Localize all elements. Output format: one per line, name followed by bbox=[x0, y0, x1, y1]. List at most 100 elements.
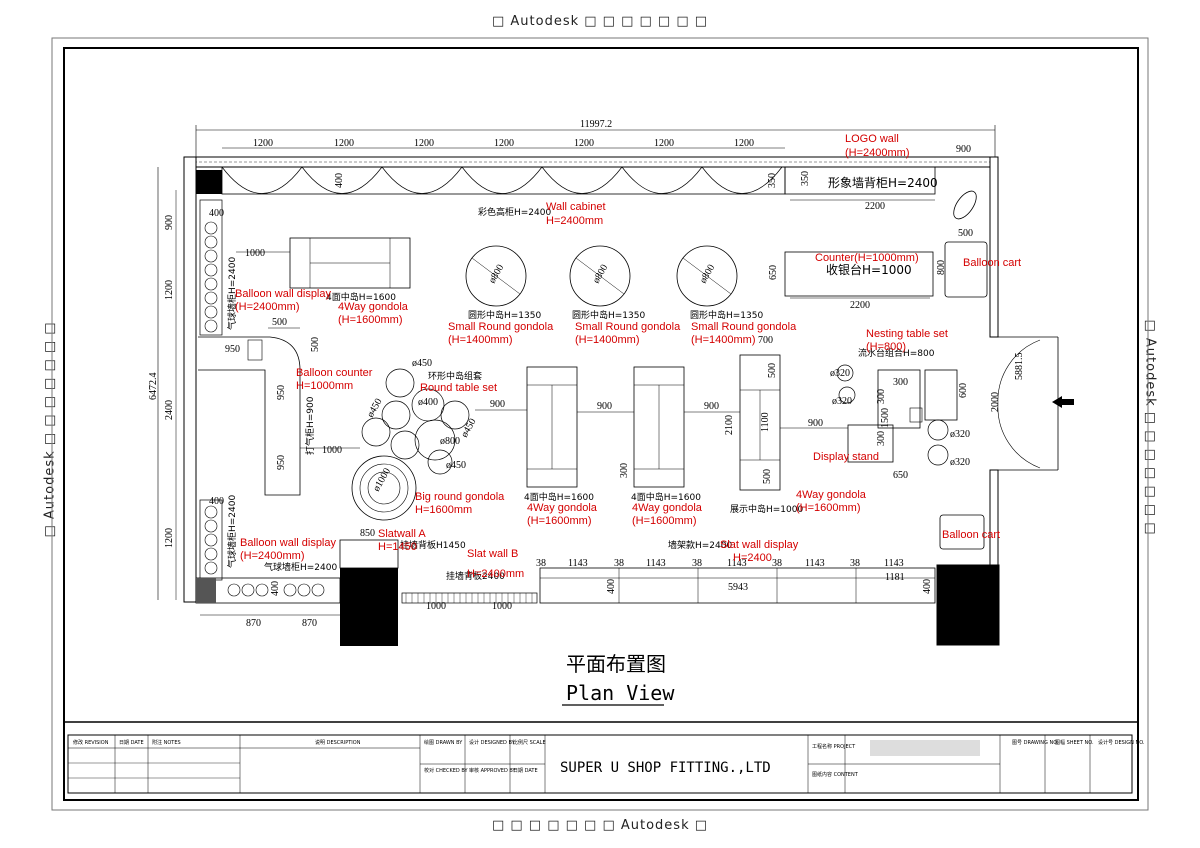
dim-1143-c: 1143 bbox=[727, 558, 747, 569]
logo-wall-cn-label: 形象墙背柜H=2400 bbox=[828, 176, 938, 190]
dim-870-b: 870 bbox=[302, 618, 317, 629]
label-balloon-wall-bottom: Balloon wall display bbox=[240, 537, 336, 549]
bottom-wall: 400 气球墙柜H=2400 850 挂墙背板H1450 挂墙背板2400 10… bbox=[195, 528, 1000, 646]
dim-top-5: 1200 bbox=[574, 138, 594, 149]
label-nesting-table: Nesting table set bbox=[866, 328, 948, 340]
watermark-top: □ Autodesk □ □ □ □ □ □ □ bbox=[491, 14, 709, 29]
dim-700: 700 bbox=[758, 335, 773, 346]
dim-top-1: 1200 bbox=[253, 138, 273, 149]
slatwall-back-cn: 挂墙背板H1450 bbox=[400, 539, 466, 551]
round-1-dia: ø800 bbox=[487, 263, 507, 286]
gondolas-center: 900 900 4面中岛H=1600 4面中岛H=1600 300 bbox=[524, 366, 740, 503]
dim-balloon-500b: 500 bbox=[310, 337, 321, 352]
label-slat-wall-b-h: H=2400mm bbox=[467, 568, 524, 580]
dim-door-height: 5881.5 bbox=[1014, 353, 1025, 381]
dim-900-b: 900 bbox=[597, 401, 612, 412]
label-small-round-2: Small Round gondola bbox=[575, 321, 681, 333]
dim-500-island-b: 500 bbox=[762, 469, 773, 484]
dim-logo-350: 350 bbox=[800, 171, 811, 186]
circle-320d: ø320 bbox=[950, 457, 970, 468]
tb-notes: 附注 NOTES bbox=[152, 739, 181, 746]
label-slat-wall-display-h: H=2400 bbox=[733, 552, 772, 564]
outer-frame bbox=[51, 37, 1149, 811]
tb-drawing-no: 图号 DRAWING NO. bbox=[1012, 740, 1059, 746]
dim-bottom-400c: 400 bbox=[922, 579, 933, 594]
dim-900-d: 900 bbox=[808, 418, 823, 429]
dim-300-b: 300 bbox=[893, 377, 908, 388]
dim-total-height: 6472.4 bbox=[148, 373, 159, 401]
label-small-round-1: Small Round gondola bbox=[448, 321, 554, 333]
dim-650-nest: 650 bbox=[893, 470, 908, 481]
center-island-cn: 展示中岛H=1000 bbox=[730, 503, 803, 515]
small-round-gondolas: ø800 圆形中岛H=1350 ø800 圆形中岛H=1350 ø800 圆形中… bbox=[465, 245, 763, 321]
label-round-table: Round table set bbox=[420, 382, 497, 394]
dim-300-c: 300 bbox=[876, 389, 887, 404]
wall-cabinet-top: 400 350 彩色高柜H=2400 400 bbox=[209, 166, 786, 219]
circle-450a: ø450 bbox=[412, 358, 432, 369]
tb-company: SUPER U SHOP FITTING.,LTD bbox=[560, 760, 771, 776]
round-2-dia: ø800 bbox=[591, 263, 611, 286]
label-big-round-h: H=1600mm bbox=[415, 504, 472, 516]
dim-38-a: 38 bbox=[536, 558, 546, 569]
label-balloon-counter: Balloon counter bbox=[296, 367, 373, 379]
dim-balloon-950c: 950 bbox=[276, 455, 287, 470]
dim-top-7: 1200 bbox=[734, 138, 754, 149]
dim-1181: 1181 bbox=[885, 572, 905, 583]
label-4way-c2-h: (H=1600mm) bbox=[632, 515, 697, 527]
circle-400: ø400 bbox=[418, 397, 438, 408]
dim-870-a: 870 bbox=[246, 618, 261, 629]
dim-1000-sw2: 1000 bbox=[492, 601, 512, 612]
dim-1143-b: 1143 bbox=[646, 558, 666, 569]
display-island: 700 2100 1100 500 500 展示中岛H=1000 900 bbox=[724, 335, 848, 515]
dim-1100: 1100 bbox=[760, 412, 771, 432]
annotations: LOGO wall (H=2400mm) Wall cabinet H=2400… bbox=[235, 133, 1021, 580]
label-balloon-cart-top: Balloon cart bbox=[963, 257, 1021, 269]
dim-38-c: 38 bbox=[692, 558, 702, 569]
inner-frame bbox=[63, 47, 1139, 801]
slatwall-a-block bbox=[340, 568, 398, 646]
circle-800: ø800 bbox=[440, 436, 460, 447]
label-4way-c2: 4Way gondola bbox=[632, 502, 703, 514]
balloon-counter: 500 950 500 950 950 打气柜H=900 1000 bbox=[198, 317, 360, 496]
plan-title-en: Plan View bbox=[566, 681, 675, 705]
dim-cabinet-400: 400 bbox=[334, 173, 345, 188]
dim-850: 850 bbox=[360, 528, 375, 539]
dim-300-d: 300 bbox=[876, 431, 887, 446]
circle-450c: ø450 bbox=[446, 460, 466, 471]
left-dimensions: 6472.4 900 1200 2400 1200 bbox=[148, 167, 177, 600]
dim-300-a: 300 bbox=[619, 463, 630, 478]
dim-38-b: 38 bbox=[614, 558, 624, 569]
wall-cabinet-cn-label: 彩色高柜H=2400 bbox=[478, 206, 551, 218]
dim-38-d: 38 bbox=[772, 558, 782, 569]
label-counter: Counter(H=1000mm) bbox=[815, 252, 919, 264]
tb-description: 说明 DESCRIPTION bbox=[315, 739, 361, 746]
slat-display-cn: 墙架款H=2400 bbox=[668, 539, 732, 551]
dim-balloon-500: 500 bbox=[272, 317, 287, 328]
tb-project: 工程名称 PROJECT bbox=[812, 743, 856, 750]
round-2-cn: 圆形中岛H=1350 bbox=[572, 309, 645, 321]
dim-total-width: 11997.2 bbox=[580, 119, 612, 130]
label-small-round-1-h: (H=1400mm) bbox=[448, 334, 513, 346]
label-4way-top: 4Way gondola bbox=[338, 301, 409, 313]
decor-ellipse bbox=[953, 190, 977, 220]
label-4way-right-h: (H=1600mm) bbox=[796, 502, 861, 514]
gondola-bot-cn-2: 4面中岛H=1600 bbox=[631, 491, 701, 503]
watermark-bottom: □ □ □ □ □ □ □ Autodesk □ bbox=[491, 818, 709, 833]
dim-38-e: 38 bbox=[850, 558, 860, 569]
label-4way-c1-h: (H=1600mm) bbox=[527, 515, 592, 527]
balloon-wall-cn-bottom: 气球墙柜H=2400 bbox=[226, 495, 238, 568]
dim-1143-a: 1143 bbox=[568, 558, 588, 569]
dim-cabinet-350: 350 bbox=[767, 173, 778, 188]
dim-top-4: 1200 bbox=[494, 138, 514, 149]
label-small-round-3: Small Round gondola bbox=[691, 321, 797, 333]
label-nesting-table-h: (H=800) bbox=[866, 341, 906, 353]
dim-left-3: 2400 bbox=[164, 400, 175, 420]
dim-cart-800: 800 bbox=[936, 260, 947, 275]
circle-1000: ø1000 bbox=[371, 466, 393, 493]
dim-left-4: 1200 bbox=[164, 528, 175, 548]
dim-top-6: 1200 bbox=[654, 138, 674, 149]
dim-top-3: 1200 bbox=[414, 138, 434, 149]
tb-date2: 日期 DATE bbox=[513, 768, 538, 774]
label-wall-cabinet: Wall cabinet bbox=[546, 201, 606, 213]
tb-checked-by: 校对 CHECKED BY bbox=[424, 767, 469, 774]
